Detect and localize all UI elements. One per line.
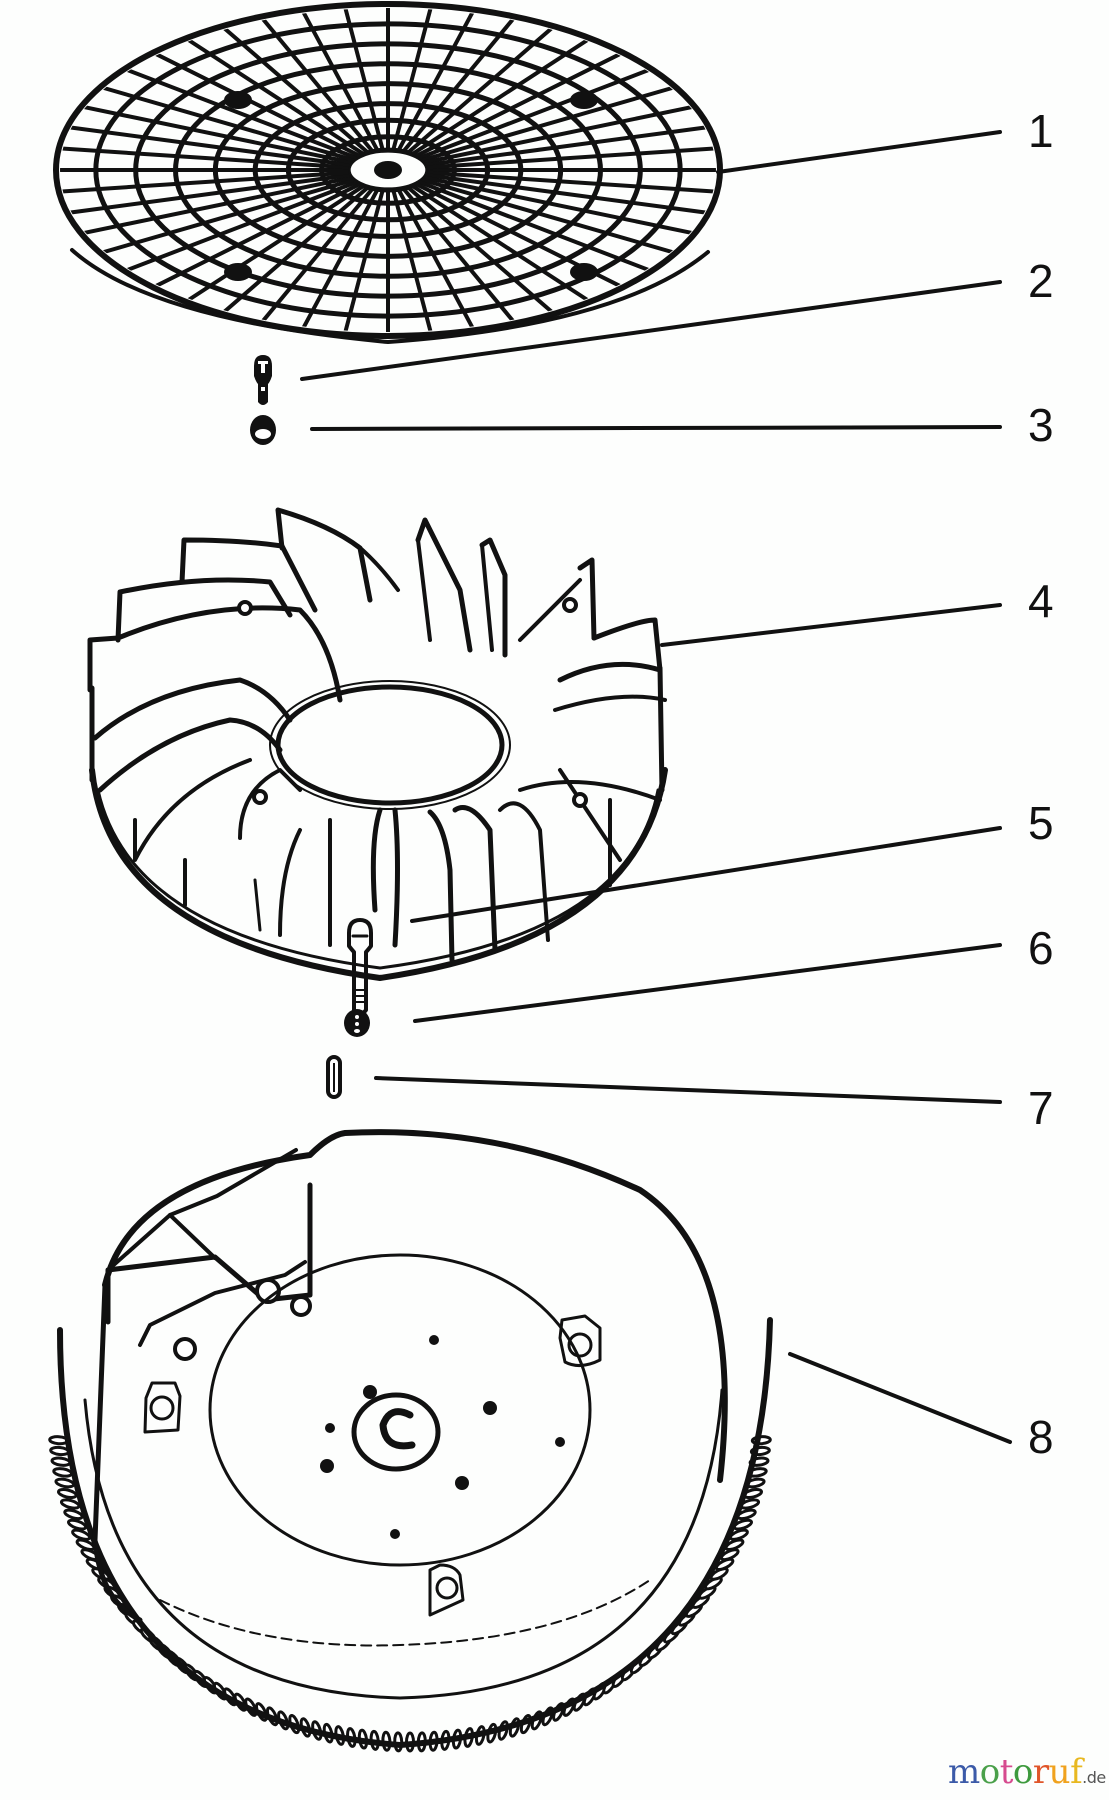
fan[interactable] [87,507,668,981]
callout-8: 8 [1028,1411,1054,1463]
leader-line-3 [310,425,1002,431]
leader-line-4 [660,603,1002,647]
mounting-tab-icon [143,1314,602,1617]
callout-leaders [300,130,1012,1444]
washer-small[interactable] [250,415,276,445]
pin[interactable] [326,1055,342,1099]
leader-line-6 [413,943,1002,1023]
nut[interactable] [344,1009,370,1037]
screen-grid[interactable] [48,0,728,344]
fan-boss-icon [237,597,588,808]
leader-line-8 [788,1352,1012,1444]
watermark-letter: o [979,1752,1000,1792]
callout-3: 3 [1028,399,1054,451]
watermark-letter: t [999,1752,1014,1792]
flywheel[interactable] [48,1129,773,1753]
bolt[interactable] [345,918,402,1030]
leader-line-7 [374,1076,1002,1104]
watermark-tld: .de [1082,1768,1106,1787]
watermark-logo: motoruf.de [948,1752,1106,1798]
leader-line-1 [716,130,1002,174]
watermark-letter: f [1070,1752,1083,1792]
watermark-letter: o [1012,1752,1033,1792]
callout-5: 5 [1028,797,1054,849]
bolt-hole-icon [320,1335,565,1539]
callout-2: 2 [1028,255,1054,307]
callout-4: 4 [1028,575,1054,627]
leader-line-5 [410,826,1002,923]
callout-1: 1 [1028,105,1054,157]
callout-6: 6 [1028,922,1054,974]
watermark-letter: r [1032,1752,1049,1792]
callout-7: 7 [1028,1082,1054,1134]
mounting-hole-icon [224,91,598,281]
watermark-letter: m [948,1752,980,1792]
watermark-letter: u [1048,1752,1071,1792]
leader-line-2 [300,280,1002,381]
screw-small[interactable] [254,355,272,405]
